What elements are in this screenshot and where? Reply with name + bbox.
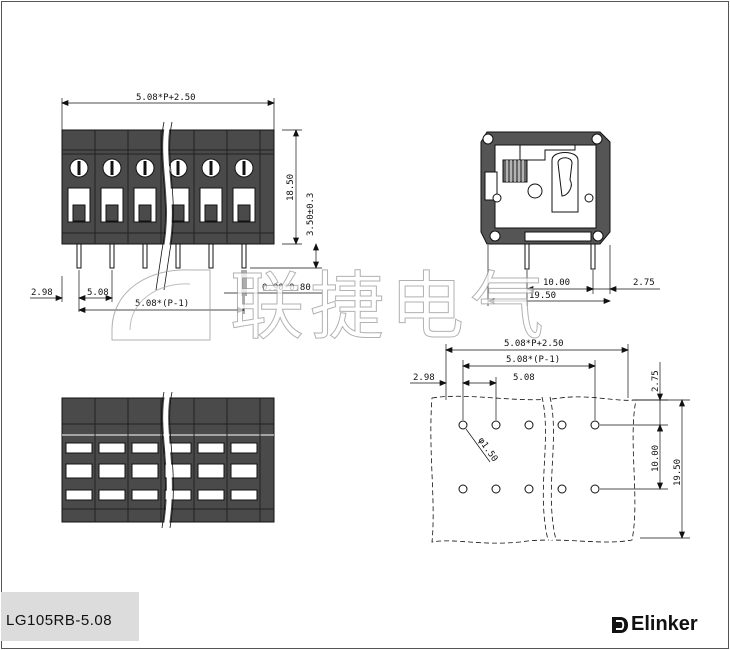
watermark-text: 联捷电气 xyxy=(230,264,550,350)
pcb-row-spacing-label: 10.00 xyxy=(651,445,661,472)
pcb-pin-offset-label: 2.75 xyxy=(651,370,661,392)
pcb-hole-diameter-label: φ1.50 xyxy=(476,436,500,464)
front-pin-length-label: 3.50±0.3 xyxy=(306,193,316,236)
front-edge-offset-label: 2.98 xyxy=(31,288,53,298)
side-view-dimensions xyxy=(487,245,660,306)
front-view-dimensions xyxy=(30,98,322,314)
front-view-labels: 5.08*P+2.50 18.50 3.50±0.3 2.98 5.08 5.0… xyxy=(31,93,316,309)
elinker-logo-icon xyxy=(612,616,628,633)
side-depth-label: 19.50 xyxy=(529,291,556,301)
front-overall-width-label: 5.08*P+2.50 xyxy=(136,93,196,103)
bottom-view xyxy=(61,391,275,529)
model-label-box xyxy=(1,592,139,641)
pcb-depth-label: 19.50 xyxy=(673,459,683,486)
brand-name: Elinker xyxy=(631,613,698,635)
pcb-span-label: 5.08*(P-1) xyxy=(506,355,560,365)
model-number: LG105RB-5.08 xyxy=(6,612,113,629)
front-pin-section-label: 0.90*0.80 xyxy=(262,283,311,293)
side-pin-to-pin-label: 10.00 xyxy=(543,278,570,288)
watermark-logo: 联捷电气 xyxy=(111,264,550,351)
side-view xyxy=(480,131,611,270)
front-view xyxy=(61,121,275,291)
pcb-pitch-label: 5.08 xyxy=(513,373,535,383)
front-pitch-label: 5.08 xyxy=(87,288,109,298)
pcb-dimensions xyxy=(410,344,690,539)
brand-logo: Elinker xyxy=(611,613,698,636)
side-pin-offset-label: 2.75 xyxy=(633,278,655,288)
front-span-label: 5.08*(P-1) xyxy=(135,299,189,309)
front-height-label: 18.50 xyxy=(286,174,296,201)
pcb-layout xyxy=(430,395,637,544)
pcb-edge-offset-label: 2.98 xyxy=(413,373,435,383)
pcb-overall-width-label: 5.08*P+2.50 xyxy=(504,339,564,349)
side-view-labels: 10.00 2.75 19.50 xyxy=(529,278,655,301)
